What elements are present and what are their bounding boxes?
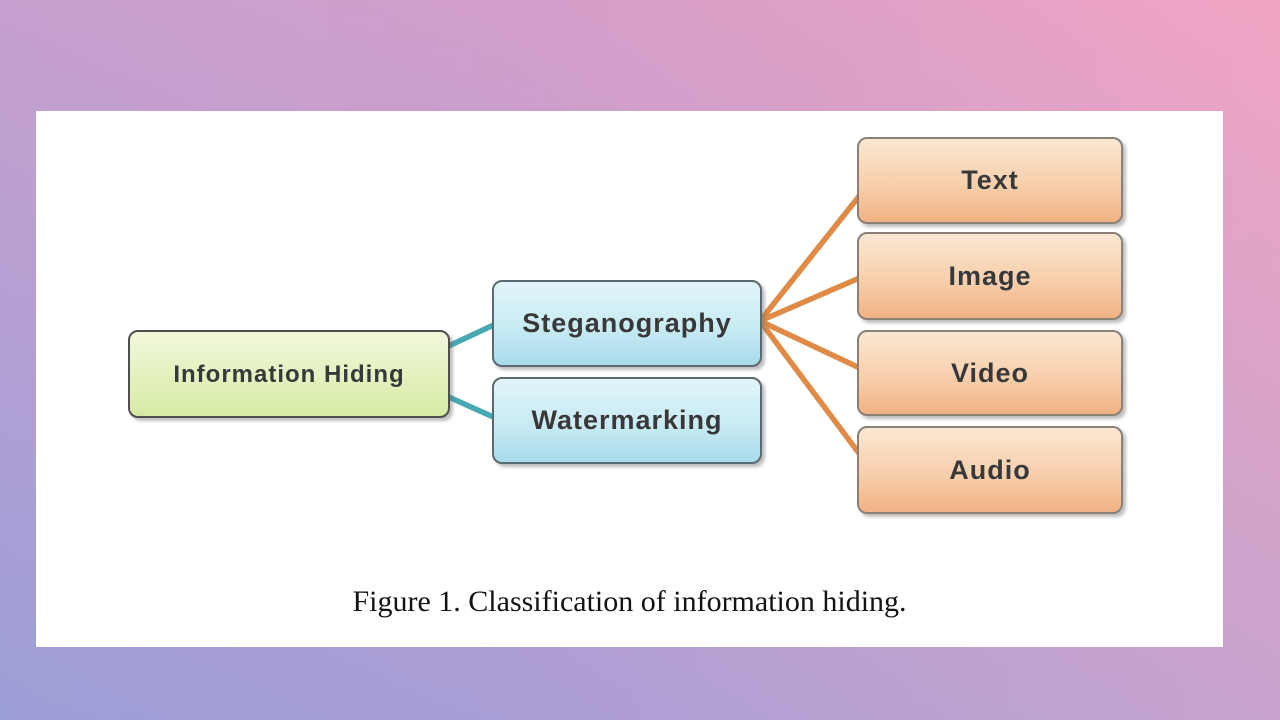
node-video: Video bbox=[857, 330, 1123, 416]
node-watermarking-label: Watermarking bbox=[531, 405, 723, 435]
node-text: Text bbox=[857, 137, 1123, 224]
node-audio: Audio bbox=[857, 426, 1123, 514]
connector-orange-audio bbox=[757, 318, 867, 463]
connector-orange-text bbox=[757, 187, 867, 324]
figure-panel: Information Hiding Steganography Waterma… bbox=[36, 111, 1223, 647]
node-audio-label: Audio bbox=[949, 454, 1031, 485]
connector-orange-image bbox=[757, 273, 867, 324]
node-image: Image bbox=[857, 232, 1123, 320]
node-steganography-label: Steganography bbox=[522, 308, 732, 338]
connector-orange-video bbox=[757, 318, 867, 373]
node-text-label: Text bbox=[961, 165, 1019, 195]
node-watermarking: Watermarking bbox=[492, 377, 762, 464]
node-video-label: Video bbox=[950, 357, 1030, 388]
node-steganography: Steganography bbox=[492, 280, 762, 367]
node-information-hiding: Information Hiding bbox=[128, 330, 450, 418]
figure-caption: Figure 1. Classification of information … bbox=[352, 585, 907, 618]
node-image-label: Image bbox=[948, 260, 1032, 291]
node-information-hiding-label: Information Hiding bbox=[173, 360, 405, 388]
